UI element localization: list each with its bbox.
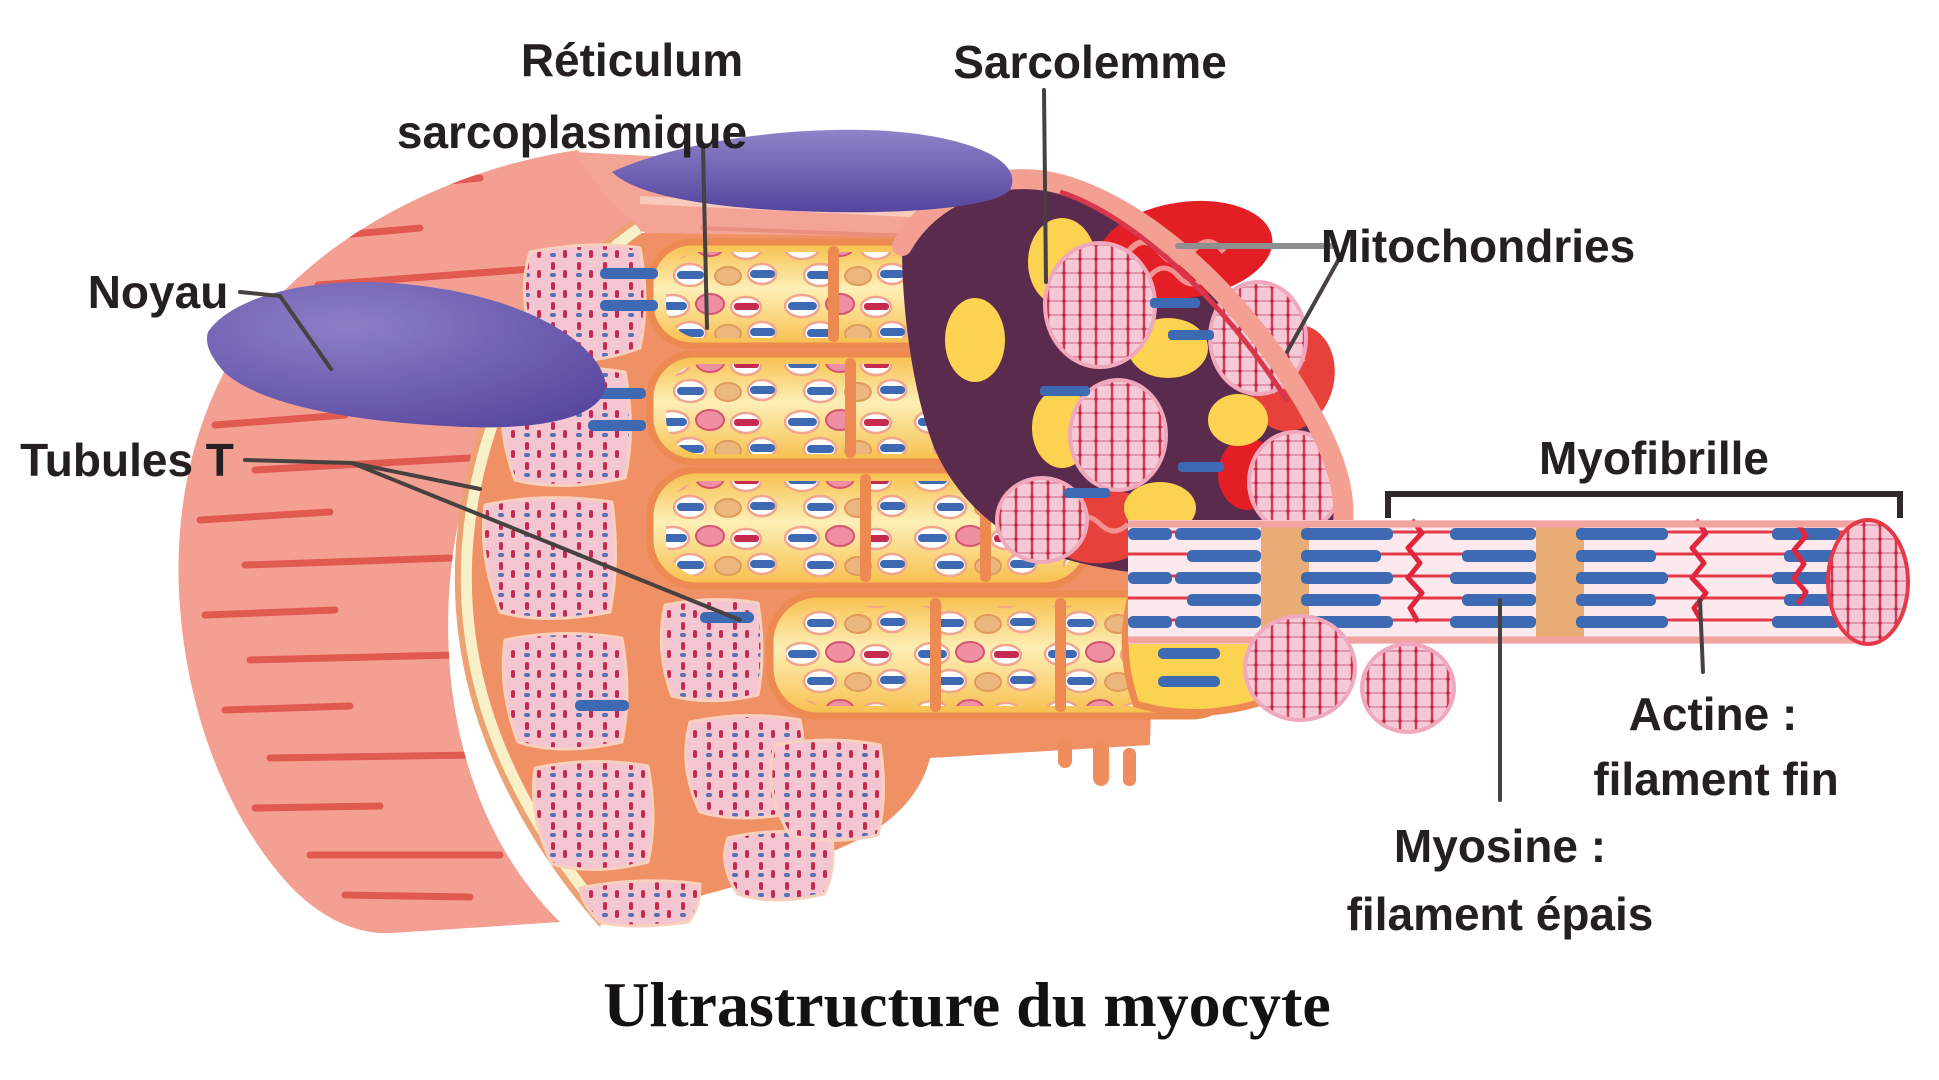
reticulum-label-line2: sarcoplasmique bbox=[397, 106, 747, 158]
noyau-leader-line bbox=[238, 290, 333, 371]
figure-title: Ultrastructure du myocyte bbox=[603, 969, 1331, 1040]
nucleus-left bbox=[206, 282, 606, 428]
myofibrille-bracket bbox=[1385, 491, 1903, 518]
reticulum-leader-line bbox=[701, 144, 709, 330]
front-cross-sections bbox=[1243, 614, 1456, 734]
tubules-t-label: Tubules T bbox=[20, 434, 234, 486]
bundle-tubule-bars bbox=[1040, 298, 1224, 498]
cell-end-cross-section bbox=[892, 169, 1354, 577]
noyau-label: Noyau bbox=[88, 266, 229, 318]
reticulum-label-line1: Réticulum bbox=[521, 34, 743, 86]
myosine-label-line1: Myosine : bbox=[1394, 820, 1606, 872]
actine-label-line1: Actine : bbox=[1629, 688, 1798, 740]
z-line-zigzags bbox=[1405, 518, 1809, 624]
actine-label-line2: filament fin bbox=[1593, 753, 1838, 805]
tubules-leader-line-2 bbox=[350, 461, 742, 622]
myofibril-cylinder bbox=[1128, 518, 1910, 646]
actine-leader-line bbox=[1698, 598, 1705, 674]
myofibrille-label: Myofibrille bbox=[1539, 432, 1769, 484]
mitochondries-label: Mitochondries bbox=[1321, 220, 1635, 272]
fibril-end-cap bbox=[1826, 518, 1910, 646]
myosine-label-line2: filament épais bbox=[1347, 888, 1654, 940]
leader-lines bbox=[238, 88, 1705, 802]
nucleus-top bbox=[612, 129, 1013, 213]
sr-tube-row bbox=[766, 590, 1244, 720]
mitochondries-leader-line-2 bbox=[1285, 248, 1346, 354]
sarcolemme-leader-line bbox=[1042, 88, 1048, 284]
myosin-thick-filaments bbox=[1128, 528, 1840, 628]
rim-inner-line bbox=[1059, 189, 1291, 404]
sarcolemme-label: Sarcolemme bbox=[953, 36, 1227, 88]
